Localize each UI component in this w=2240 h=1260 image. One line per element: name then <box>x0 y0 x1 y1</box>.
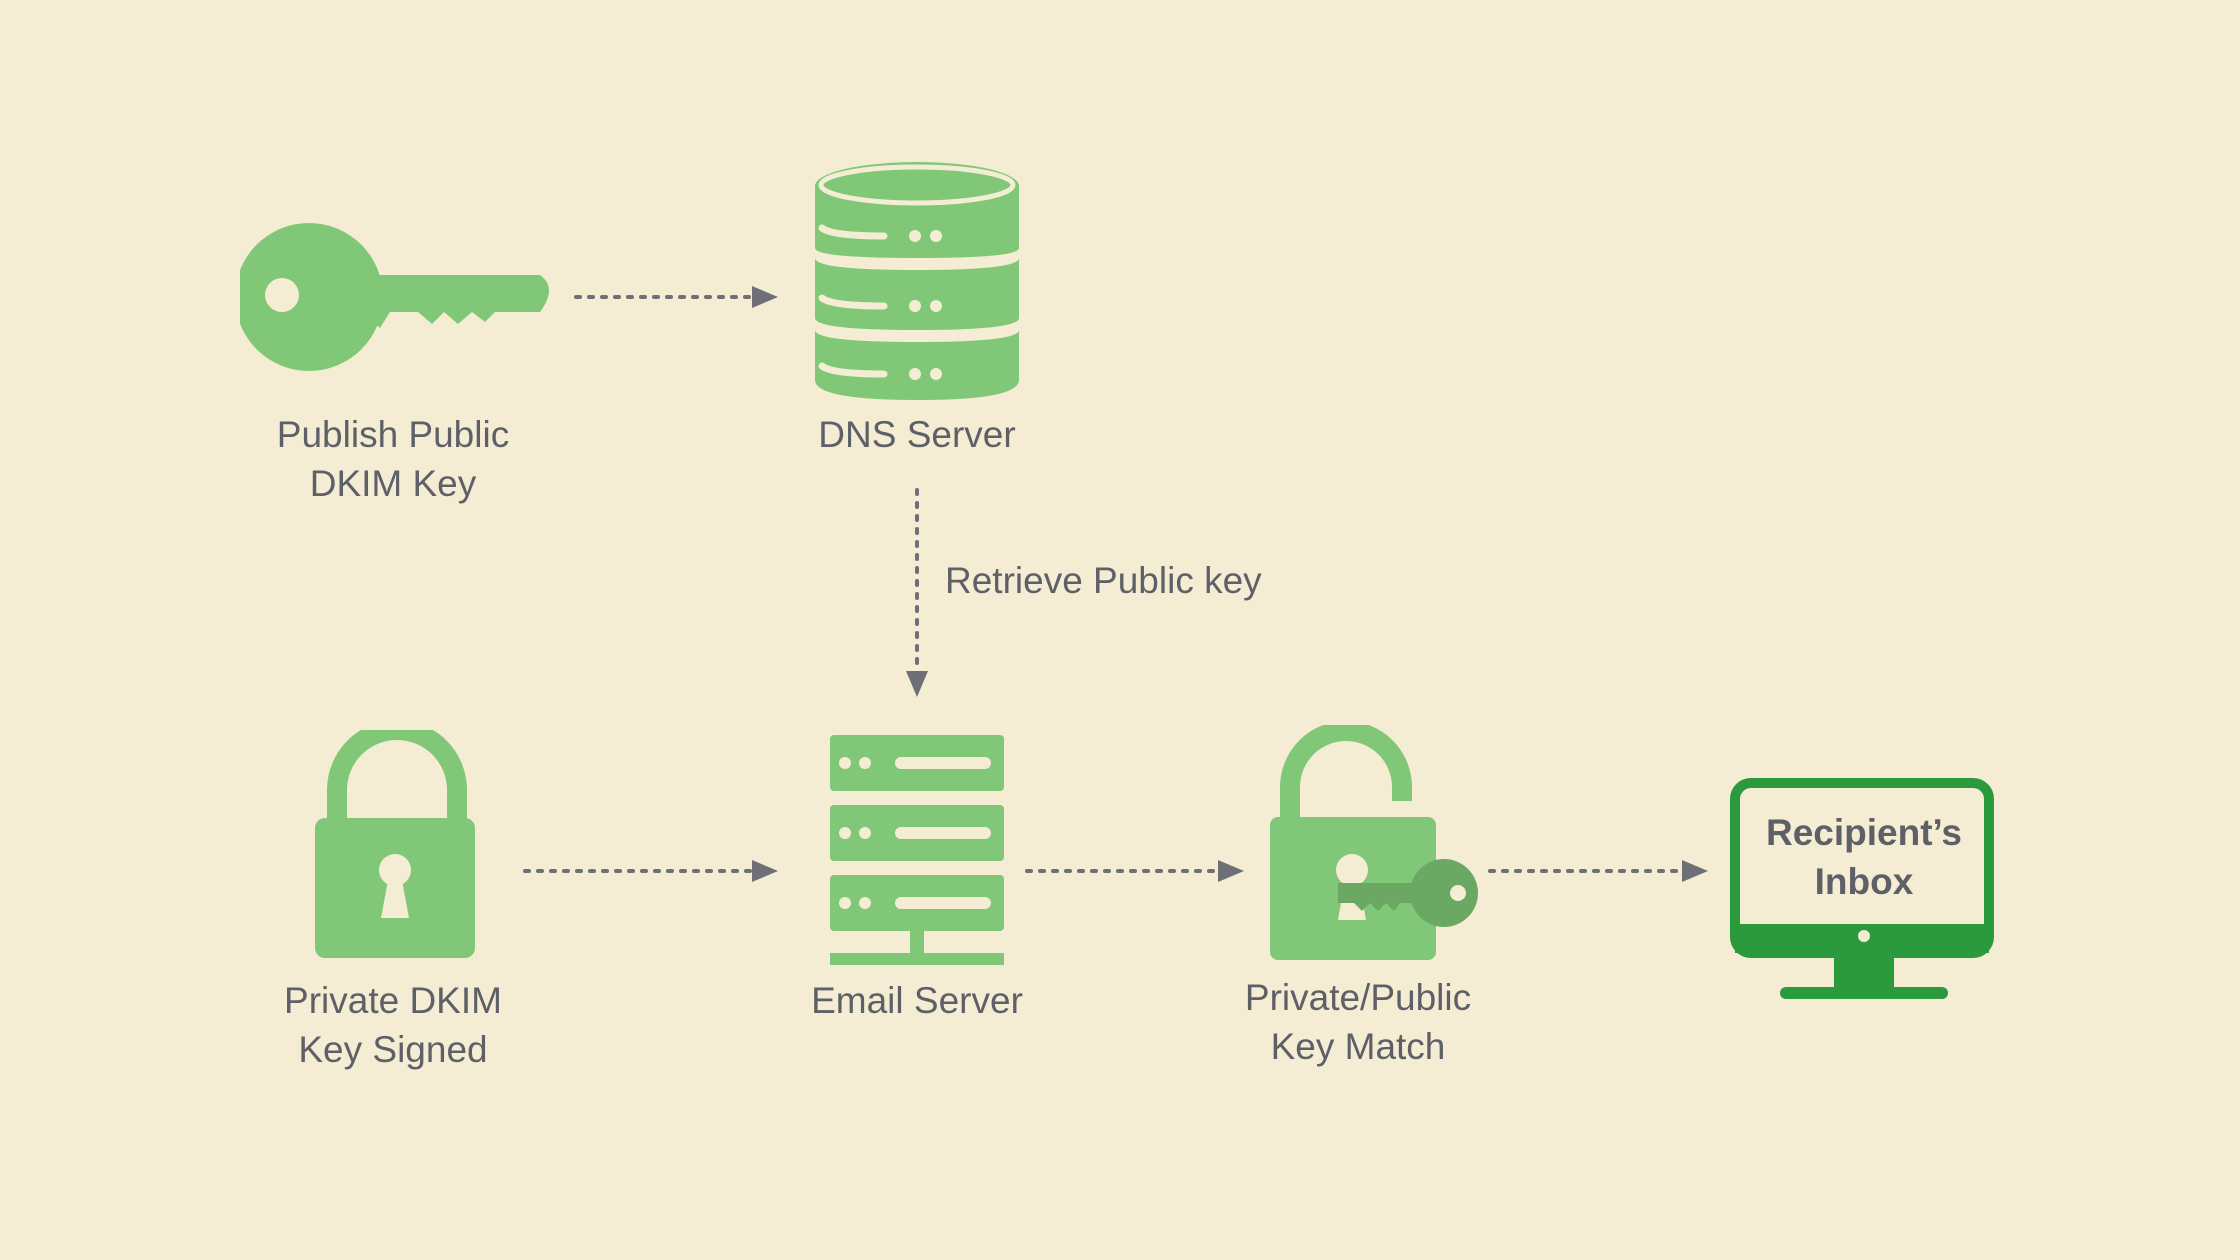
arrowhead-email-to-match <box>1218 860 1244 882</box>
arrowhead-lock-to-email <box>752 860 778 882</box>
padlock-open-icon <box>1270 725 1478 960</box>
monitor-icon <box>1730 778 1994 999</box>
public-key-label: Publish Public DKIM Key <box>276 414 510 504</box>
arrowhead-key-to-dns <box>752 286 778 308</box>
recipient-inbox-text: Recipient’s Inbox <box>1765 812 1963 902</box>
database-icon <box>815 162 1019 400</box>
private-key-label: Private DKIM Key Signed <box>284 980 502 1070</box>
key-match-label: Private/Public Key Match <box>1244 977 1472 1067</box>
key-icon <box>240 223 549 371</box>
arrowhead-match-to-inbox <box>1682 860 1708 882</box>
email-server-label: Email Server <box>811 980 1023 1021</box>
dns-server-label: DNS Server <box>818 414 1016 455</box>
arrowhead-dns-to-email <box>906 671 928 697</box>
server-rack-icon <box>830 735 1004 965</box>
padlock-closed-icon <box>315 730 475 958</box>
retrieve-public-key-label: Retrieve Public key <box>945 560 1262 601</box>
